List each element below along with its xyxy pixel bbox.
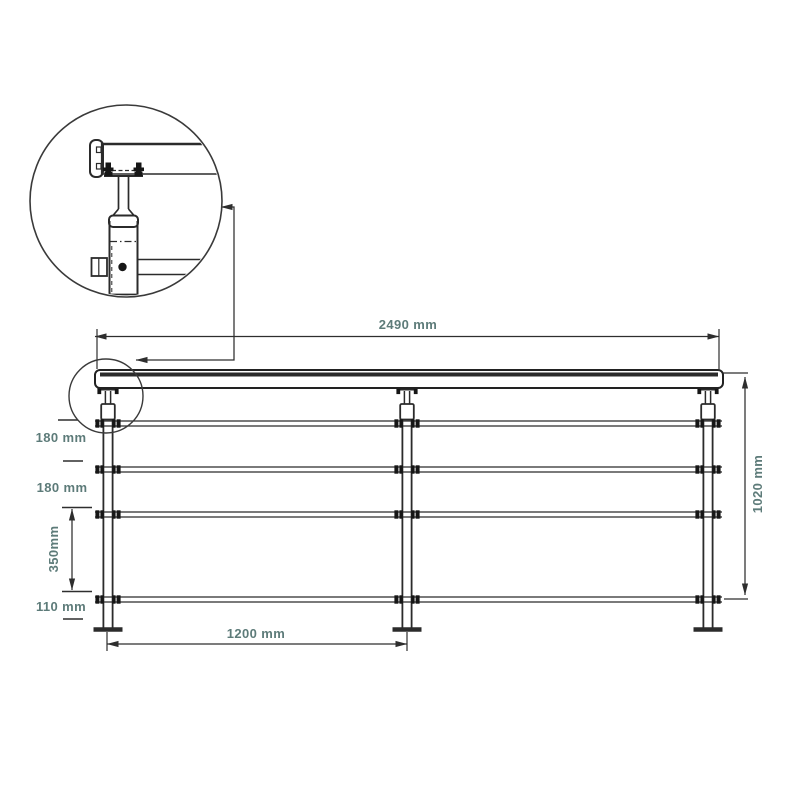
horizontal-rails	[95, 420, 722, 603]
gap-rail-3-label: 350mm	[46, 526, 61, 573]
detail-view	[29, 104, 223, 298]
gap-rail-1-label: 180 mm	[36, 430, 87, 445]
dimension-total-width: 2490 mm	[94, 317, 720, 371]
post-spacing-label: 1200 mm	[227, 626, 285, 641]
total-width-label: 2490 mm	[379, 317, 437, 332]
total-height-label: 1020 mm	[750, 455, 765, 513]
detail-saddle	[103, 162, 144, 217]
dimension-post-spacing: 1200 mm	[106, 626, 408, 651]
posts	[94, 387, 723, 630]
gap-bottom-label: 110 mm	[36, 599, 86, 614]
handrail	[94, 369, 724, 389]
gap-rail-2-label: 180 mm	[37, 480, 88, 495]
detail-post	[108, 214, 139, 296]
detail-reference-circle	[68, 358, 144, 434]
dimension-total-height: 1020 mm	[723, 372, 765, 600]
detail-view-bubble	[29, 104, 223, 298]
dimension-rail-gaps: 180 mm 180 mm 350mm 110 mm	[36, 419, 92, 620]
detail-leader-line	[135, 203, 235, 364]
